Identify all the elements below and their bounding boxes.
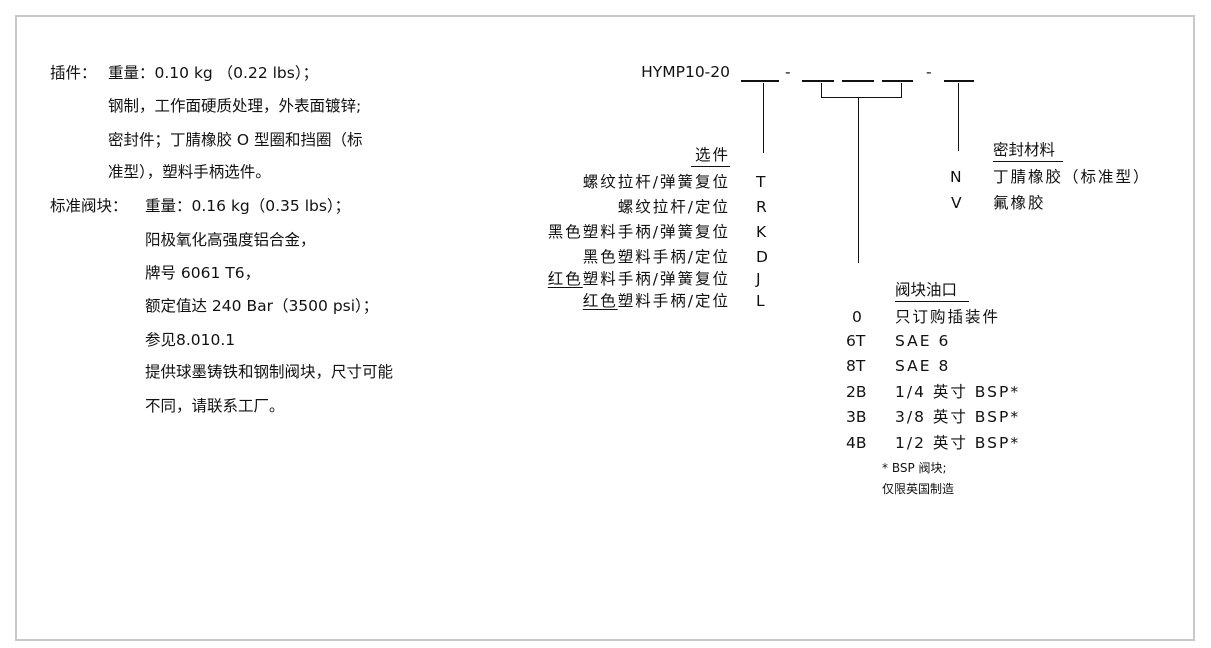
cartridge-label: 插件： [50, 64, 97, 82]
leader-line-option [763, 83, 765, 153]
seal-header: 密封材料 [993, 140, 1064, 162]
code-blank-port [842, 80, 874, 82]
spec-line: 提供球墨铸铁和钢制阀块，尺寸可能 [145, 363, 394, 381]
bracket-line [901, 83, 903, 98]
port-label: SAE 6 [895, 332, 951, 350]
code-blank-option [741, 80, 779, 82]
port-code: 4B [846, 434, 867, 452]
spec-line: 准型），塑料手柄选件。 [108, 163, 271, 181]
model-number: HYMP10-20 [641, 63, 730, 81]
option-code: R [756, 198, 767, 216]
port-header: 阀块油口 [895, 280, 970, 302]
spec-line: 钢制，工作面硬质处理，外表面镀锌; [108, 97, 362, 115]
port-code: 2B [846, 383, 867, 401]
option-label: 黑色塑料手柄/弹簧复位 [547, 223, 730, 241]
port-code: 3B [846, 408, 867, 426]
bracket-line [821, 97, 902, 99]
code-dash: - [785, 63, 791, 81]
spec-line: 额定值达 240 Bar（3500 psi）； [145, 297, 379, 315]
bracket-line [821, 83, 823, 98]
seal-label: 丁腈橡胶（标准型） [993, 168, 1151, 186]
port-footnote: * BSP 阀块; [882, 461, 947, 475]
option-label: 红色塑料手柄/定位 [582, 292, 730, 310]
option-label: 螺纹拉杆/定位 [617, 198, 730, 216]
port-code: 8T [846, 357, 866, 375]
option-code: D [756, 248, 768, 266]
port-code: 0 [852, 308, 862, 326]
option-label: 黑色塑料手柄/定位 [582, 248, 730, 266]
code-blank-seal [944, 80, 974, 82]
option-label: 红色塑料手柄/弹簧复位 [547, 270, 730, 288]
spec-line: 重量：0.16 kg（0.35 lbs）； [145, 197, 351, 215]
spec-line: 不同，请联系工厂。 [145, 397, 285, 415]
spec-line: 阳极氧化高强度铝合金， [145, 231, 316, 249]
spec-line: 密封件；丁腈橡胶 O 型圈和挡圈（标 [108, 131, 363, 149]
spec-line: 参见8.010.1 [145, 331, 236, 349]
spec-line: 牌号 6061 T6， [145, 264, 261, 282]
option-label: 螺纹拉杆/弹簧复位 [582, 173, 730, 191]
option-code: K [756, 223, 767, 241]
option-code: J [756, 270, 761, 288]
options-header: 选件 [690, 145, 730, 167]
port-code: 6T [846, 332, 866, 350]
seal-code: V [951, 194, 962, 212]
port-label: SAE 8 [895, 357, 951, 375]
code-blank-port [802, 80, 834, 82]
port-label: 只订购插装件 [895, 308, 1001, 326]
document-frame [15, 15, 1195, 641]
port-label: 3/8 英寸 BSP* [895, 408, 1021, 426]
body-label: 标准阀块： [50, 197, 128, 215]
port-label: 1/4 英寸 BSP* [895, 383, 1021, 401]
leader-line-seal [958, 83, 960, 151]
port-footnote: 仅限英国制造 [882, 482, 955, 496]
option-code: L [756, 292, 765, 310]
spec-line: 重量：0.10 kg （0.22 lbs）； [108, 64, 319, 82]
option-code: T [756, 173, 766, 191]
code-dash: - [926, 63, 932, 81]
seal-code: N [950, 168, 962, 186]
seal-label: 氟橡胶 [993, 194, 1046, 212]
port-label: 1/2 英寸 BSP* [895, 434, 1021, 452]
leader-line-port [858, 97, 860, 263]
code-blank-port [882, 80, 913, 82]
